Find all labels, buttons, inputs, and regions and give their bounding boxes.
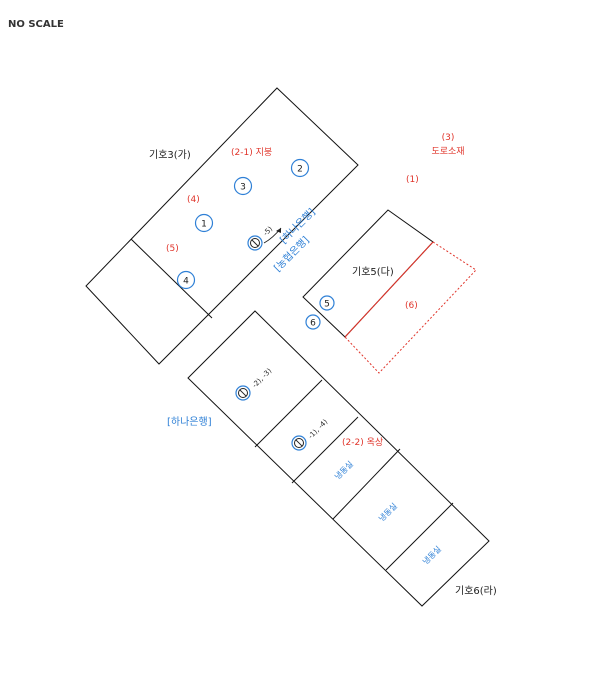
marker-5: 5: [319, 295, 335, 311]
building-ga: [85, 87, 359, 365]
marker-4-number: 4: [183, 277, 189, 287]
prohibit-icon: [238, 388, 248, 398]
arrow-head-icon: [276, 228, 281, 233]
prohibit-marker-1: -5): [247, 225, 282, 251]
prohibit-marker-2: -2), -3): [235, 367, 274, 401]
prohibit-1-text: -5): [262, 225, 275, 238]
marker-6-circle: [305, 314, 321, 330]
marker-4: 4: [176, 270, 196, 290]
label-building-da: 기호5(다): [352, 266, 394, 278]
marker-2-number: 2: [297, 165, 303, 175]
prohibit-outer-ring: [247, 235, 263, 251]
prohibit-icon: [250, 238, 260, 248]
marker-1-number: 1: [201, 220, 207, 230]
marker-1-circle: [194, 213, 214, 233]
building-ra-div-2: [291, 416, 359, 484]
building-ga-partition: [130, 238, 213, 319]
prohibit-marker-3: -1), -4): [291, 418, 330, 451]
no-scale-note: NO SCALE: [8, 19, 64, 30]
building-ra: [187, 310, 490, 607]
label-n6: (6): [405, 301, 418, 311]
building-da-red-edge: [344, 241, 434, 338]
marker-3: 3: [233, 176, 253, 196]
marker-3-number: 3: [240, 183, 246, 193]
label-road: 도로소재: [431, 146, 464, 157]
building-ra-div-4: [385, 502, 454, 571]
label-cold-room-1: 냉동실: [332, 459, 355, 482]
prohibit-2-text: -2), -3): [251, 367, 274, 390]
building-da: [302, 209, 477, 374]
marker-3-circle: [233, 176, 253, 196]
building-ra-div-3: [332, 448, 401, 520]
annex-dashed-outline: [344, 241, 477, 374]
label-building-ga: 기호3(가): [149, 149, 191, 161]
label-road-number: (3): [442, 133, 455, 143]
marker-2: 2: [290, 158, 310, 178]
prohibit-outer-ring: [291, 435, 307, 451]
label-hana-bank-left: [하나은행]: [167, 415, 212, 428]
building-ra-outline: [187, 310, 490, 607]
marker-4-circle: [176, 270, 196, 290]
marker-2-circle: [290, 158, 310, 178]
label-building-ra: 기호6(라): [455, 585, 497, 597]
label-n1: (1): [406, 175, 419, 185]
prohibit-icon: [294, 438, 304, 448]
building-ga-outline: [85, 87, 359, 365]
label-rooftop: (2-2) 옥상: [342, 437, 383, 448]
marker-6-number: 6: [310, 319, 316, 329]
marker-1: 1: [194, 213, 214, 233]
building-ra-div-1: [254, 379, 323, 448]
marker-6: 6: [305, 314, 321, 330]
marker-5-circle: [319, 295, 335, 311]
label-cold-room-2: 냉동실: [376, 501, 399, 524]
label-n4: (4): [187, 195, 200, 205]
prohibit-3-text: -1), -4): [307, 418, 330, 441]
marker-5-number: 5: [324, 300, 330, 310]
label-cold-room-3: 냉동실: [420, 544, 443, 567]
prohibit-outer-ring: [235, 385, 251, 401]
label-roof: (2-1) 지붕: [231, 147, 272, 158]
label-n5: (5): [166, 244, 179, 254]
